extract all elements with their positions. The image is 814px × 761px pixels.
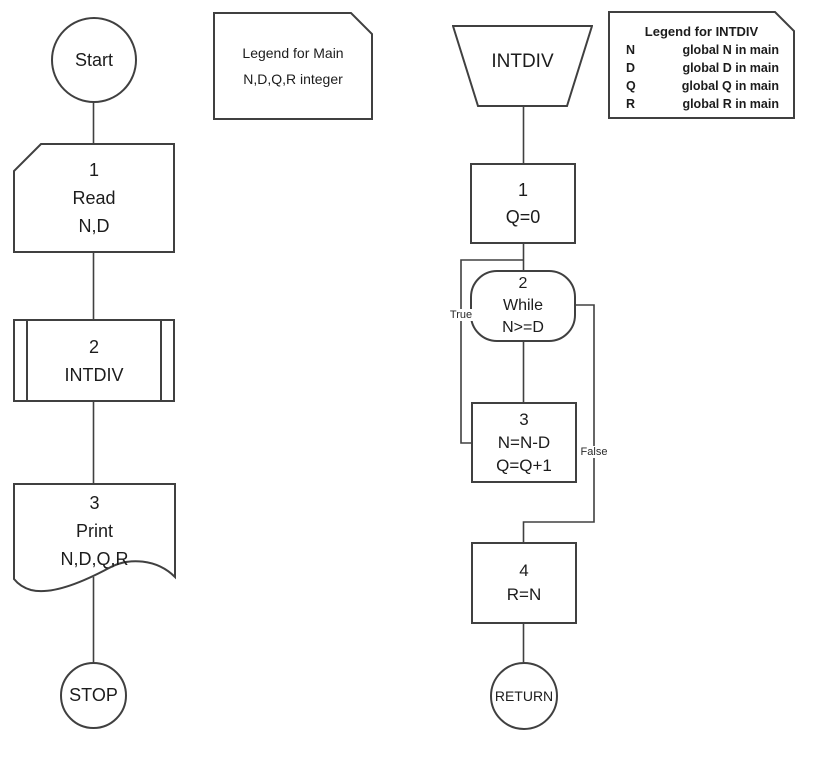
main-print-line1: Print [75,521,113,541]
legend-var-name: N [626,43,636,57]
intdiv-step1-process: 1 Q=0 [470,163,576,244]
intdiv-return-terminal: RETURN [490,662,558,730]
main-print-number: 3 [89,493,100,513]
intdiv-step3-process: 3 N=N-D Q=Q+1 [471,402,577,483]
intdiv-while-loop: 2 While N>=D [470,270,576,342]
main-start-terminal: Start [51,17,137,103]
trapezoid-shape [452,25,593,107]
intdiv-step3-number: 3 [519,410,529,429]
main-read-line1: Read [72,188,116,208]
intdiv-legend-row: Q global Q in main [608,77,795,95]
legend-var-desc: global N in main [682,43,779,57]
intdiv-legend-row: D global D in main [608,59,795,77]
intdiv-legend-card: Legend for INTDIV N global N in main D g… [608,11,795,119]
connector-false-while-to-step4 [522,304,595,542]
predefined-process-left-bar [26,321,28,400]
main-stop-terminal: STOP [60,662,127,729]
intdiv-step1-number: 1 [517,179,528,200]
main-legend-title: Legend for Main [242,45,344,61]
legend-var-desc: global Q in main [681,79,779,93]
main-intdiv-subprocess: 2 INTDIV [13,319,175,402]
intdiv-step3-line2: Q=Q+1 [496,456,552,475]
intdiv-entry-label: INTDIV [491,51,554,72]
legend-var-name: Q [626,79,636,93]
main-legend-card: Legend for Main N,D,Q,R integer [213,12,373,120]
intdiv-legend-row: N global N in main [608,41,795,59]
while-true-branch-label: True [446,309,476,321]
document-shape [13,483,176,593]
connector-loopback-step3-to-while [460,259,524,444]
intdiv-legend-title: Legend for INTDIV [644,24,759,39]
intdiv-step3-line1: N=N-D [497,433,551,452]
while-false-branch-label: False [578,446,610,458]
intdiv-while-number: 2 [518,275,528,292]
legend-var-desc: global D in main [682,61,779,75]
intdiv-return-label: RETURN [494,688,554,704]
intdiv-step4-process: 4 R=N [471,542,577,624]
legend-card-shape [213,12,373,120]
intdiv-step4-number: 4 [519,561,529,580]
predefined-process-right-bar [160,321,162,400]
main-print-line2: N,D,Q,R [60,549,129,569]
intdiv-legend-row: R global R in main [608,95,795,113]
intdiv-entry-trapezoid: INTDIV [452,25,593,107]
main-read-number: 1 [88,160,99,180]
legend-card-shape [608,11,795,119]
main-intdiv-number: 2 [88,336,99,357]
main-print-document: 3 Print N,D,Q,R [13,483,176,595]
main-intdiv-label: INTDIV [64,364,124,385]
intdiv-step1-line1: Q=0 [505,206,541,227]
intdiv-while-line1: While [502,297,543,314]
legend-var-name: R [626,97,636,111]
main-read-line2: N,D [78,216,110,236]
main-start-label: Start [74,50,113,70]
legend-var-desc: global R in main [682,97,779,111]
main-legend-body: N,D,Q,R integer [243,71,343,87]
legend-var-name: D [626,61,636,75]
intdiv-while-line2: N>=D [502,319,544,336]
card-shape [13,143,175,253]
main-stop-label: STOP [69,685,118,705]
main-read-card: 1 Read N,D [13,143,175,253]
intdiv-step4-line1: R=N [506,585,542,604]
